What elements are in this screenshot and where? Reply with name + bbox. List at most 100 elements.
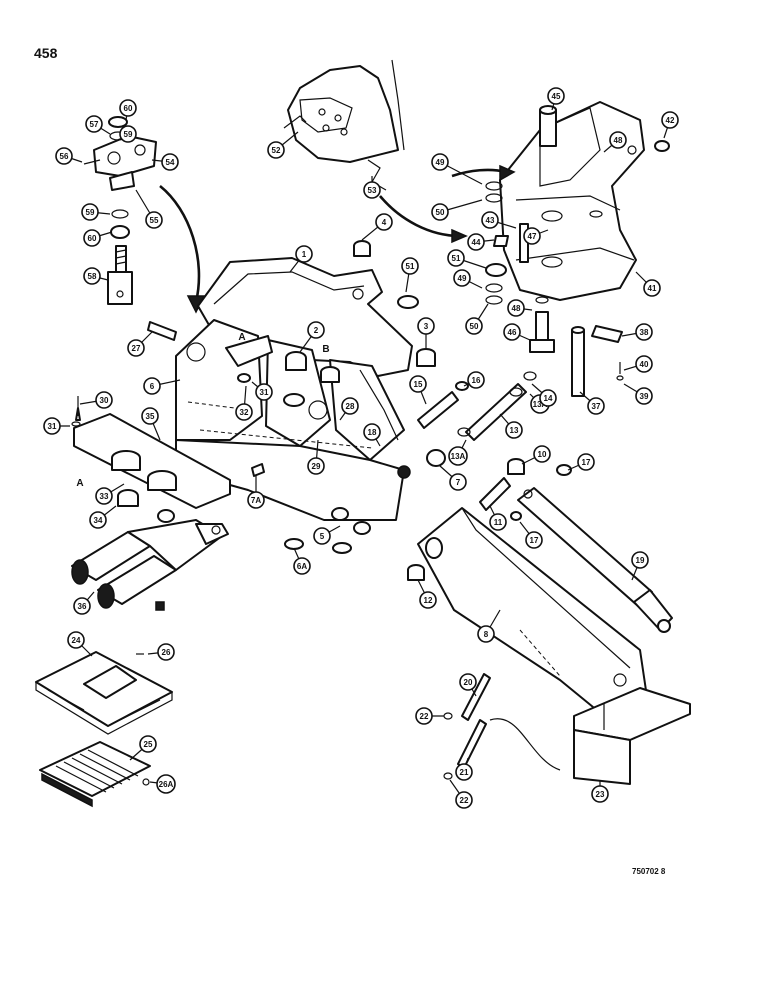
callout-42: 42 <box>661 111 679 139</box>
callout-balloon <box>455 791 473 809</box>
callout-balloon <box>73 597 91 615</box>
callout-number: 34 <box>94 516 103 525</box>
callout-35: 35 <box>141 407 161 441</box>
callout-balloon <box>481 211 499 229</box>
callout-number: 50 <box>470 322 479 331</box>
callout-balloon <box>525 531 543 549</box>
callout-49: 49 <box>431 153 483 185</box>
callout-54: 54 <box>151 153 179 171</box>
callout-balloon <box>417 317 435 335</box>
callout-balloon <box>127 339 145 357</box>
callout-number: 2 <box>314 326 319 335</box>
callout-50: 50 <box>431 199 483 221</box>
callout-balloon <box>293 557 311 575</box>
callout-balloon <box>401 257 419 275</box>
callout-number: 60 <box>88 234 97 243</box>
callout-number: 17 <box>530 536 539 545</box>
callout-16: 16 <box>463 371 485 389</box>
callout-number: 45 <box>552 92 561 101</box>
callout-number: 35 <box>146 412 155 421</box>
callout-12: 12 <box>417 579 437 609</box>
callout-30: 30 <box>79 391 113 409</box>
callout-number: 12 <box>424 596 433 605</box>
callout-number: 58 <box>88 272 97 281</box>
pin-to-tower-arrow <box>379 195 461 238</box>
callout-balloon <box>467 233 485 251</box>
callout-balloon <box>307 321 325 339</box>
callout-number: 31 <box>48 422 57 431</box>
callout-10: 10 <box>521 445 551 465</box>
rubber-step-pad <box>39 741 151 808</box>
callout-balloon <box>591 785 609 803</box>
callout-balloon <box>635 387 653 405</box>
callout-number: 32 <box>240 408 249 417</box>
callout-48: 48 <box>507 299 533 317</box>
callout-balloon <box>307 457 325 475</box>
callout-number: 15 <box>414 380 423 389</box>
callout-balloon <box>643 279 661 297</box>
callout-number: 46 <box>508 328 517 337</box>
callout-36: 36 <box>73 591 95 615</box>
callout-balloon <box>83 267 101 285</box>
marker-a-top: A <box>238 332 245 343</box>
callout-23: 23 <box>591 780 609 803</box>
callout-1: 1 <box>289 245 313 273</box>
callout-13: 13 <box>499 413 523 439</box>
marker-a-left: A <box>76 478 83 489</box>
callout-number: 24 <box>72 636 81 645</box>
callout-balloon <box>587 397 605 415</box>
callout-26a: 26A <box>149 774 176 794</box>
callout-balloon <box>547 87 565 105</box>
callout-balloon <box>157 643 175 661</box>
callout-number: 51 <box>452 254 461 263</box>
callout-number: 48 <box>614 136 623 145</box>
callout-balloon <box>235 403 253 421</box>
callout-46: 46 <box>503 323 531 341</box>
callout-number: 48 <box>512 304 521 313</box>
callout-balloon <box>139 735 157 753</box>
callout-58: 58 <box>83 267 109 285</box>
callout-22: 22 <box>415 707 444 725</box>
callout-number: 22 <box>460 796 469 805</box>
callout-number: 28 <box>346 402 355 411</box>
callout-number: 57 <box>90 120 99 129</box>
callout-balloon <box>477 625 495 643</box>
callout-balloon <box>635 355 653 373</box>
callout-number: 53 <box>368 186 377 195</box>
page-number: 458 <box>34 45 58 61</box>
callout-number: 7 <box>456 478 461 487</box>
callout-number: 22 <box>420 712 429 721</box>
callout-number: 13A <box>533 400 548 409</box>
callout-number: 55 <box>150 216 159 225</box>
callout-number: 29 <box>312 462 321 471</box>
callout-48: 48 <box>603 131 627 153</box>
callout-balloon <box>375 213 393 231</box>
callout-59: 59 <box>119 125 137 143</box>
callout-5: 5 <box>313 525 341 545</box>
callout-balloon <box>313 527 331 545</box>
callout-45: 45 <box>547 87 565 111</box>
callout-number: 23 <box>596 790 605 799</box>
callout-balloon <box>489 513 507 531</box>
callout-balloon <box>609 131 627 149</box>
callout-number: 42 <box>666 116 675 125</box>
callout-balloon <box>267 141 285 159</box>
callout-balloon <box>119 99 137 117</box>
callout-number: 10 <box>538 450 547 459</box>
callout-number: 43 <box>486 216 495 225</box>
callout-balloon <box>533 445 551 463</box>
callout-balloon <box>631 551 649 569</box>
callout-number: 4 <box>382 218 387 227</box>
callout-4: 4 <box>361 213 393 241</box>
callout-balloon <box>83 229 101 247</box>
callout-balloon <box>507 299 525 317</box>
callout-balloon <box>503 323 521 341</box>
callout-balloon <box>67 631 85 649</box>
frame-bushings <box>147 240 446 554</box>
callout-18: 18 <box>363 423 381 447</box>
callout-number: 44 <box>472 238 481 247</box>
callout-11: 11 <box>489 505 507 531</box>
support-tower <box>367 101 670 397</box>
callout-number: 31 <box>260 388 269 397</box>
